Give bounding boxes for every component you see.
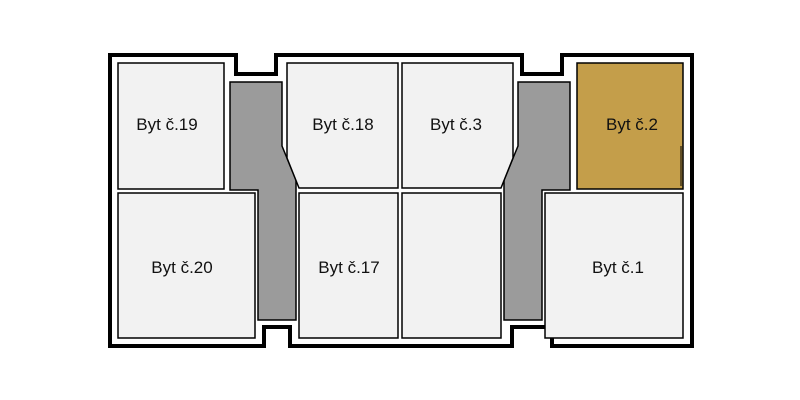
unit-byt-19[interactable]: Byt č.19 <box>117 62 225 190</box>
unit-byt-2[interactable]: Byt č.2 <box>576 62 684 190</box>
corridor-left <box>229 81 297 321</box>
unit-byt-1[interactable]: Byt č.1 <box>544 192 684 339</box>
unit-byt-18[interactable]: Byt č.18 <box>286 62 399 189</box>
unit-byt-20[interactable]: Byt č.20 <box>117 192 256 339</box>
unit-byt-17[interactable]: Byt č.17 <box>298 192 399 339</box>
unit-unlabeled[interactable] <box>401 192 502 339</box>
unit-byt-3[interactable]: Byt č.3 <box>401 62 514 189</box>
